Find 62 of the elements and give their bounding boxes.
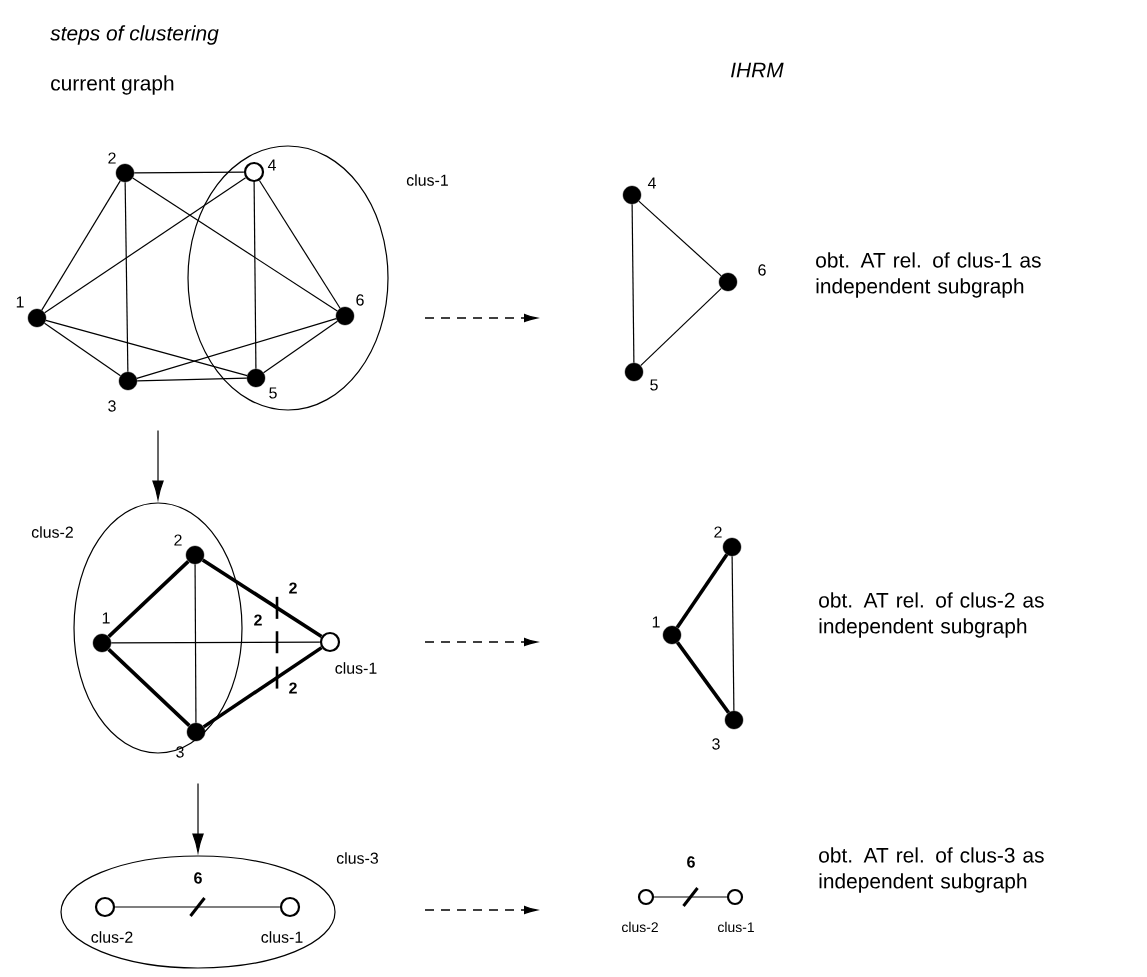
graph-edge [201, 558, 323, 639]
graph-edge [44, 177, 247, 314]
vertex-label: 5 [650, 379, 658, 391]
node-label: clus-2 [31, 526, 73, 538]
graph-edge [731, 555, 735, 712]
graph-edge [675, 641, 731, 714]
vertex-label: 1 [16, 296, 24, 308]
vertex-label: 6 [758, 264, 766, 276]
vertex-label: 5 [269, 387, 277, 399]
edge-label: 2 [289, 582, 297, 594]
vertex-label: 2 [714, 526, 722, 538]
description-text: obt. AT rel. of clus-1 as independent subgraph [816, 252, 1041, 298]
column-heading: IHRM [731, 62, 784, 78]
heading: steps of clustering [50, 25, 219, 45]
graph-edge [124, 181, 129, 373]
vertex-label: clus-2 [91, 931, 133, 943]
vertex-label: 2 [174, 534, 182, 546]
graph-edge [45, 319, 248, 377]
edge-label: 6 [194, 872, 202, 884]
arrow [152, 429, 164, 500]
graph-edge [194, 563, 197, 724]
graph-edge [258, 179, 341, 309]
vertex-label: clus-1 [335, 662, 377, 674]
vertex-label: 2 [108, 152, 116, 164]
graph-edge [253, 181, 257, 370]
vertex-label: clus-1 [718, 921, 754, 933]
vertex-label: 3 [108, 400, 116, 412]
node-label: clus-3 [336, 852, 379, 864]
edge-label: 6 [687, 856, 695, 868]
graph-edge [640, 287, 722, 367]
vertex-label: clus-1 [261, 931, 303, 943]
graph-edge [631, 203, 635, 364]
graph-edge [133, 171, 245, 174]
graph-edge [107, 648, 191, 727]
graph-edge [136, 318, 337, 379]
graph-edge [638, 200, 722, 277]
heading: current graph [51, 75, 174, 95]
graph-edge [43, 322, 122, 377]
node-label: clus-1 [406, 174, 448, 186]
vertex-label: 4 [647, 177, 656, 189]
vertex-label: 3 [176, 746, 184, 758]
graph-edge [675, 553, 729, 629]
vertex-label: 3 [712, 738, 720, 750]
graph-edge [132, 177, 338, 312]
graph-edge [107, 560, 190, 638]
description-text: obt. AT rel. of clus-3 as independent subgraph [819, 847, 1044, 893]
graph-edge [110, 641, 321, 644]
vertex-label: 1 [102, 612, 110, 624]
edge-label: 2 [289, 682, 297, 694]
vertex-label: 1 [652, 616, 660, 628]
graph-edge [114, 906, 281, 908]
graph-edge [653, 896, 728, 898]
description-text: obt. AT rel. of clus-2 as independent subgraph [819, 592, 1044, 638]
vertex-label: 4 [267, 159, 276, 171]
graph-edge [262, 320, 339, 374]
arrow [192, 782, 204, 853]
graph-edge [136, 377, 248, 382]
vertex-label: clus-2 [622, 921, 658, 933]
vertex-label: 6 [356, 294, 364, 306]
graph-edge [202, 646, 323, 729]
edge-label: 2 [254, 614, 262, 626]
graph-edge [41, 180, 121, 311]
